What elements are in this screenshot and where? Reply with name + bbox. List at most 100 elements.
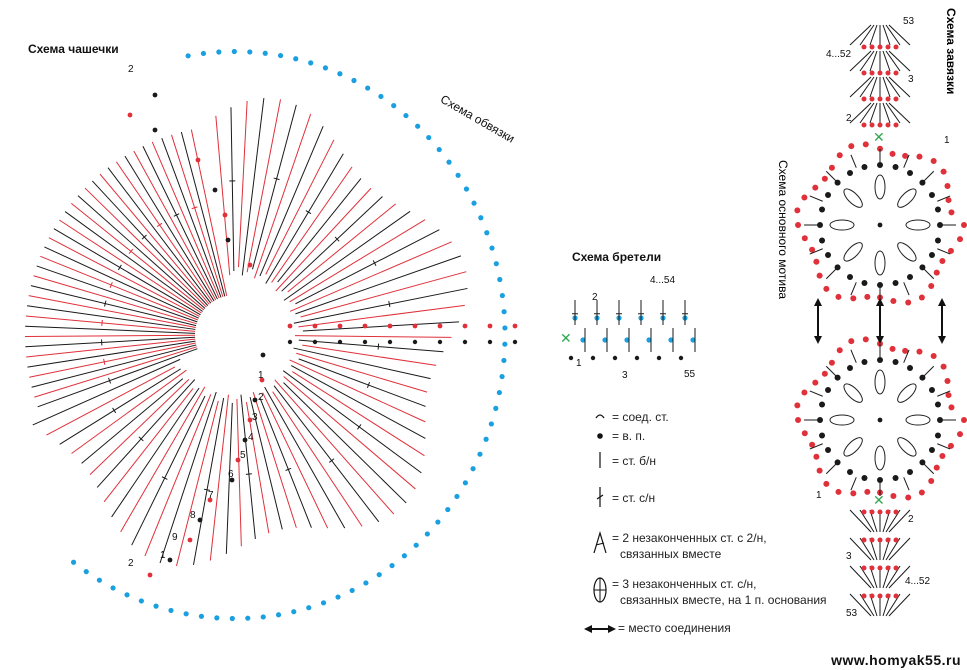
chain-dot	[597, 433, 603, 439]
chain-dot	[877, 417, 883, 423]
cluster-petal	[897, 188, 917, 208]
chain-dot	[415, 123, 421, 129]
chain-dot	[947, 247, 954, 254]
decrease-bar	[595, 542, 605, 546]
chain-dot	[864, 488, 871, 495]
chain-dot	[937, 222, 943, 228]
chain-dot	[847, 468, 853, 475]
chain-dot	[861, 122, 867, 128]
chain-dot	[877, 145, 883, 152]
chain-dot	[624, 337, 630, 343]
chain-dot	[247, 417, 253, 423]
chain-dot	[646, 337, 652, 343]
chain-dot	[812, 379, 819, 386]
cup-row-number: 1	[258, 370, 264, 381]
stitch-line	[277, 178, 362, 283]
stitch-line	[37, 348, 198, 408]
stitch-line	[249, 397, 283, 530]
chain-dot	[885, 565, 891, 571]
chain-dot	[885, 70, 891, 76]
stitch-bar	[372, 260, 377, 266]
chain-dot	[928, 252, 935, 258]
stitch-line	[290, 365, 426, 439]
chain-dot	[801, 235, 808, 242]
stitch-line	[103, 388, 194, 503]
chain-dot	[312, 339, 318, 345]
stitch-line	[26, 305, 196, 330]
stitch-bar	[101, 319, 103, 326]
chain-dot	[893, 537, 899, 543]
cluster-petal	[905, 414, 931, 426]
stitch-line	[882, 76, 891, 98]
chain-dot	[961, 222, 967, 228]
stitch-line	[825, 365, 837, 377]
ties-row-number: 3	[908, 74, 914, 85]
chain-dot	[817, 417, 823, 423]
stitch-line	[180, 131, 226, 297]
cluster-petal	[897, 242, 917, 262]
chain-dot	[933, 269, 940, 276]
chain-dot	[413, 542, 419, 548]
cluster-petal	[874, 174, 886, 200]
stitch-line	[81, 378, 184, 464]
chain-dot	[893, 44, 899, 50]
stitch-line	[71, 369, 187, 454]
chain-dot	[320, 600, 327, 606]
chain-dot	[819, 206, 826, 213]
chain-dot	[260, 352, 266, 358]
stitch-line	[888, 24, 911, 46]
chain-dot	[306, 605, 312, 611]
stitch-line	[295, 229, 440, 305]
chain-dot	[889, 345, 896, 352]
cup-row-number: 2	[128, 558, 134, 569]
stitch-line	[253, 113, 312, 279]
stitch-line	[159, 391, 217, 564]
chain-dot	[869, 44, 875, 50]
stitch-line	[246, 99, 282, 273]
chain-dot	[478, 215, 484, 221]
chain-dot	[890, 492, 897, 499]
cluster-petal	[874, 250, 886, 276]
stitch-line	[298, 339, 444, 353]
stitch-bar	[138, 436, 144, 442]
chain-dot	[877, 122, 883, 128]
chain-dot	[198, 613, 205, 619]
cluster-petal	[843, 437, 863, 457]
cup-scheme-title: Схема чашечки	[28, 42, 119, 56]
chain-dot	[861, 96, 867, 102]
chain-dot	[893, 509, 899, 515]
chain-dot	[580, 337, 586, 343]
stitch-line	[295, 255, 462, 315]
stitch-line	[293, 287, 468, 324]
chain-dot	[287, 339, 293, 345]
cup-row-number: 8	[190, 510, 196, 521]
chain-dot	[795, 417, 802, 423]
chain-dot	[656, 355, 662, 361]
stitch-line	[259, 125, 324, 277]
chain-dot	[412, 323, 418, 329]
chain-dot	[634, 355, 640, 361]
chain-dot	[484, 230, 490, 236]
stitch-line	[274, 379, 395, 515]
chain-dot	[445, 506, 451, 513]
chain-dot	[862, 336, 869, 343]
chain-dot	[489, 245, 495, 251]
chain-dot	[877, 44, 883, 50]
stitch-line	[903, 477, 910, 491]
chain-dot	[187, 537, 193, 543]
join-arrow-head	[584, 625, 592, 633]
legend-double-crochet: = ст. с/н	[612, 491, 656, 505]
chain-dot	[907, 365, 913, 372]
stitch-line	[192, 397, 225, 566]
stitch-line	[77, 195, 206, 309]
cup-row-number: 5	[240, 450, 246, 461]
stitch-line	[849, 593, 872, 617]
chain-dot	[501, 357, 507, 364]
join-arrow-head	[608, 625, 616, 633]
chain-dot	[885, 509, 891, 515]
chain-dot	[349, 587, 355, 594]
chain-dot	[877, 565, 883, 571]
chain-dot	[499, 292, 505, 299]
stitch-line	[25, 315, 196, 332]
stitch-line	[124, 155, 215, 302]
